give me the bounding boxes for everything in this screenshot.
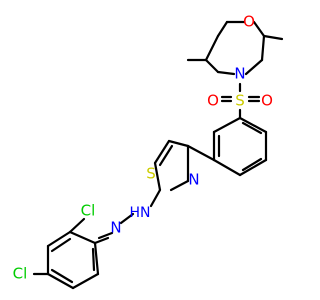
chemical-structure-canvas: O N S O O S N HN N Cl Cl xyxy=(12,12,284,290)
morpholine-ring xyxy=(186,20,284,76)
atom-n-morpholine: N xyxy=(234,65,245,83)
atom-hn-hydrazine: HN xyxy=(130,205,151,221)
molecule-diagram: O N S O O S N HN N Cl Cl xyxy=(13,13,284,290)
atom-o-left: O xyxy=(207,92,219,110)
atom-o-right: O xyxy=(261,92,273,110)
atom-cl-para: Cl xyxy=(13,265,28,283)
atom-s-thiazole: S xyxy=(146,165,156,183)
thiazole-ring xyxy=(153,139,190,192)
hydrazone-linker xyxy=(93,188,162,245)
aryl-thiazole-bond xyxy=(186,144,216,162)
sulfonyl-group xyxy=(220,82,261,120)
atom-o-ring: O xyxy=(243,13,255,31)
atom-n-hydrazone: N xyxy=(110,219,121,237)
atom-n-thiazole: N xyxy=(188,171,199,189)
phenyl-ring xyxy=(212,116,268,177)
atom-cl-ortho: Cl xyxy=(81,202,96,220)
dichlorophenyl-ring xyxy=(32,217,100,290)
atom-s-sulfonyl: S xyxy=(235,92,245,110)
